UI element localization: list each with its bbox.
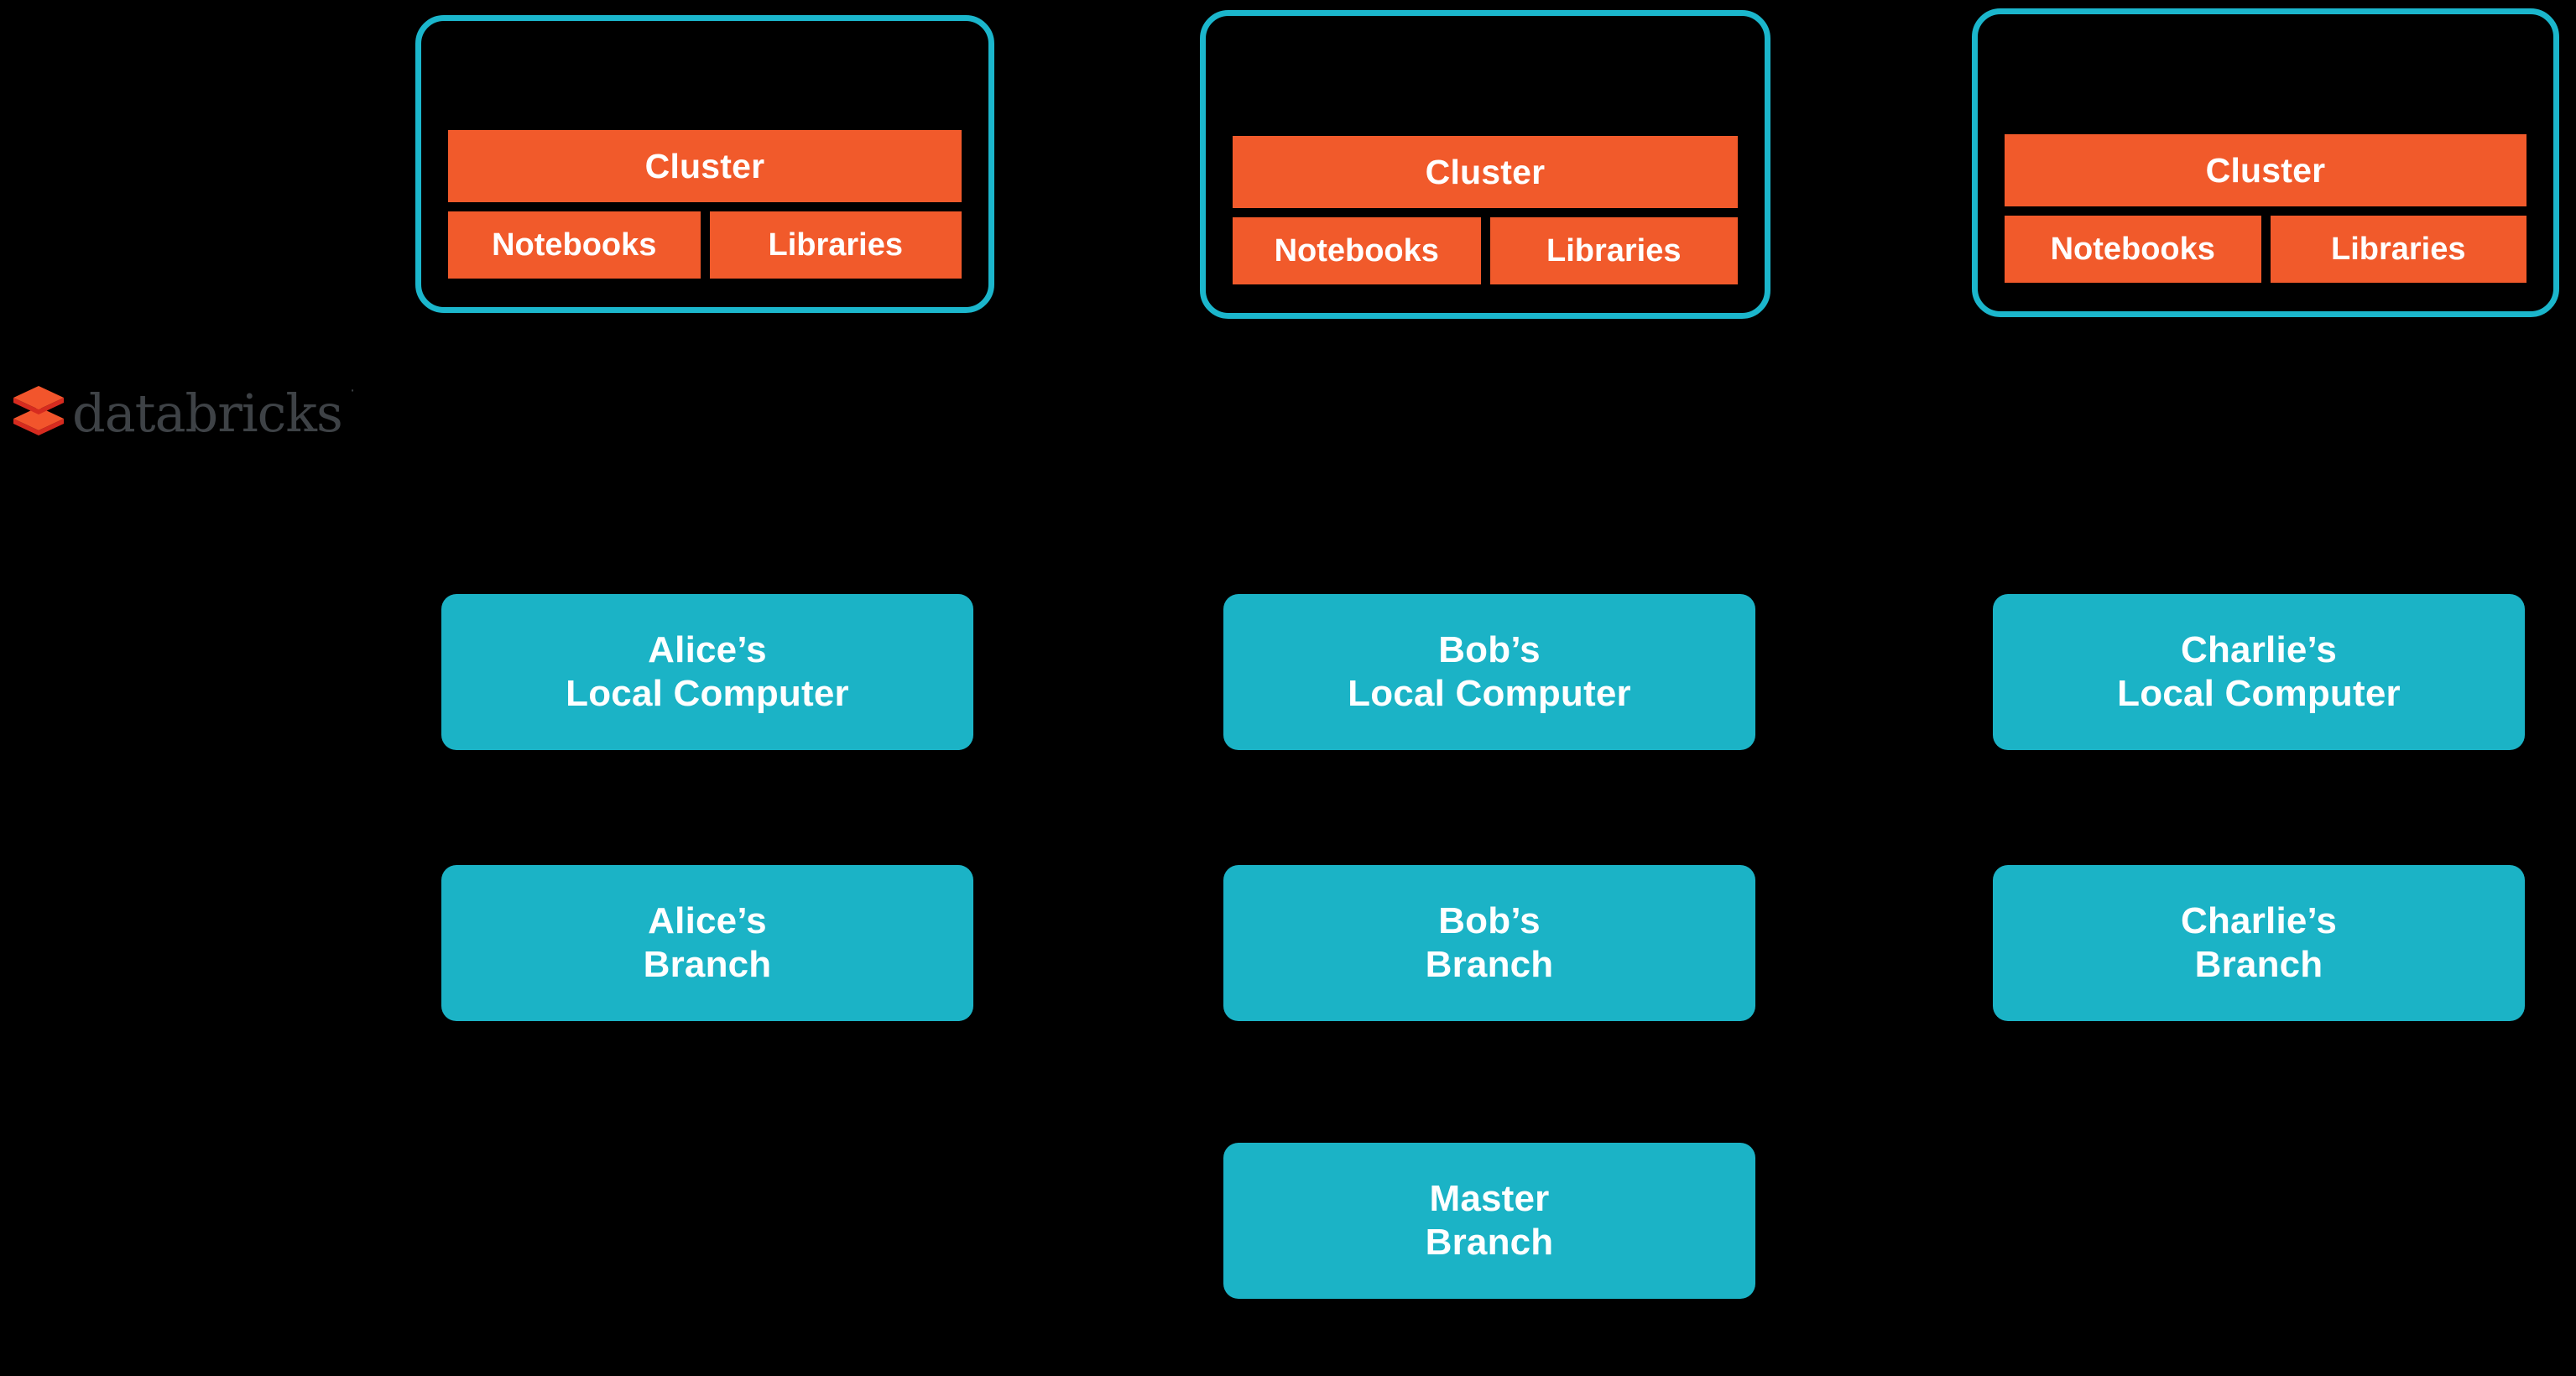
cluster-container-alice: Cluster Notebooks Libraries xyxy=(415,15,994,313)
node-line-1: Alice’s xyxy=(648,900,767,942)
stacked-bricks-icon xyxy=(12,384,65,440)
cluster-notebooks-bob[interactable]: Notebooks xyxy=(1233,217,1481,284)
cluster-notebooks-alice[interactable]: Notebooks xyxy=(448,211,701,279)
cluster-bar-charlie[interactable]: Cluster xyxy=(2005,134,2526,206)
cluster-libraries-charlie[interactable]: Libraries xyxy=(2270,216,2526,283)
node-line-2: Branch xyxy=(1425,1222,1554,1263)
node-line-1: Charlie’s xyxy=(2180,900,2338,942)
cluster-libraries-alice[interactable]: Libraries xyxy=(709,211,962,279)
node-line-1: Bob’s xyxy=(1438,900,1541,942)
cluster-sub-row-alice: Notebooks Libraries xyxy=(448,211,962,279)
node-bob-branch[interactable]: Bob’s Branch xyxy=(1223,865,1755,1021)
node-line-1: Charlie’s xyxy=(2180,629,2338,671)
cluster-container-bob: Cluster Notebooks Libraries xyxy=(1200,10,1770,319)
node-line-1: Alice’s xyxy=(648,629,767,671)
cluster-inner-alice: Cluster Notebooks Libraries xyxy=(448,130,962,279)
node-line-2: Branch xyxy=(643,944,772,985)
node-line-2: Branch xyxy=(1425,944,1554,985)
cluster-bar-alice[interactable]: Cluster xyxy=(448,130,962,202)
databricks-trademark: · xyxy=(349,380,356,399)
cluster-notebooks-charlie[interactable]: Notebooks xyxy=(2005,216,2261,283)
node-charlie-branch[interactable]: Charlie’s Branch xyxy=(1993,865,2525,1021)
node-line-2: Branch xyxy=(2194,944,2323,985)
databricks-logo: databricks · xyxy=(12,379,406,445)
node-line-1: Master xyxy=(1429,1178,1550,1220)
cluster-inner-charlie: Cluster Notebooks Libraries xyxy=(2005,134,2526,283)
node-line-1: Bob’s xyxy=(1438,629,1541,671)
node-alice-branch[interactable]: Alice’s Branch xyxy=(441,865,973,1021)
node-line-2: Local Computer xyxy=(566,673,849,714)
cluster-sub-row-bob: Notebooks Libraries xyxy=(1233,217,1738,284)
cluster-bar-bob[interactable]: Cluster xyxy=(1233,136,1738,208)
node-bob-local-computer[interactable]: Bob’s Local Computer xyxy=(1223,594,1755,750)
node-alice-local-computer[interactable]: Alice’s Local Computer xyxy=(441,594,973,750)
cluster-libraries-bob[interactable]: Libraries xyxy=(1489,217,1738,284)
cluster-inner-bob: Cluster Notebooks Libraries xyxy=(1233,136,1738,284)
cluster-sub-row-charlie: Notebooks Libraries xyxy=(2005,216,2526,283)
databricks-wordmark: databricks xyxy=(72,383,343,444)
cluster-container-charlie: Cluster Notebooks Libraries xyxy=(1972,8,2559,317)
node-charlie-local-computer[interactable]: Charlie’s Local Computer xyxy=(1993,594,2525,750)
node-line-2: Local Computer xyxy=(1348,673,1631,714)
node-master-branch[interactable]: Master Branch xyxy=(1223,1143,1755,1299)
node-line-2: Local Computer xyxy=(2117,673,2401,714)
